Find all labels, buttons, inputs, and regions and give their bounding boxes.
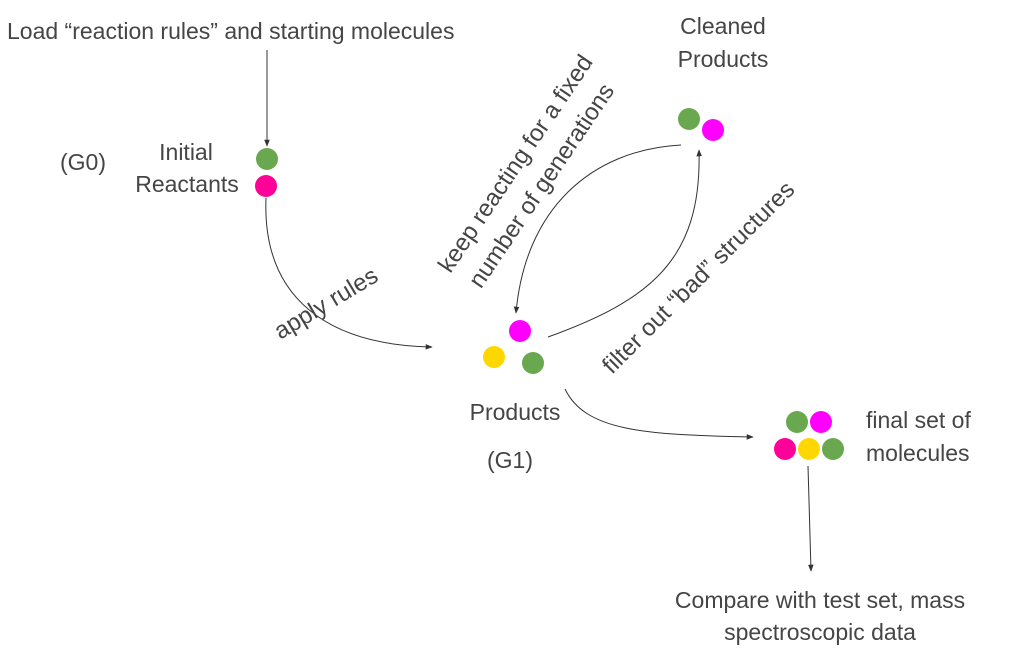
molecules-label: molecules xyxy=(866,440,970,466)
arrow-to-compare xyxy=(807,465,814,572)
reactants-label: Reactants xyxy=(135,171,239,197)
final-molecule-green-2 xyxy=(822,438,844,460)
final-molecule-green-1 xyxy=(786,411,808,433)
initial-molecule-pink xyxy=(255,175,277,197)
compare-label: Compare with test set, mass xyxy=(675,587,965,613)
initial-label: Initial xyxy=(159,139,213,165)
final-molecule-pink xyxy=(774,438,796,460)
final-molecule-magenta xyxy=(810,411,832,433)
arrow-filter-out xyxy=(547,149,702,338)
cleaned-products-label: Products xyxy=(678,46,769,72)
g0-label: (G0) xyxy=(60,149,106,175)
final-set-label: final set of xyxy=(866,407,971,433)
load-label: Load “reaction rules” and starting molec… xyxy=(7,18,454,44)
arrow-keep-reacting xyxy=(513,144,682,314)
arrow-apply-rules xyxy=(265,197,433,350)
filter-out-label: filter out “bad” structures xyxy=(597,176,800,379)
cleaned-molecule-magenta xyxy=(702,119,724,141)
products-molecule-magenta xyxy=(509,320,531,342)
spectroscopic-label: spectroscopic data xyxy=(724,619,916,645)
arrow-to-final-set xyxy=(564,388,754,440)
products-molecule-yellow xyxy=(483,346,505,368)
g1-label: (G1) xyxy=(487,447,533,473)
cleaned-molecule-green xyxy=(678,108,700,130)
final-molecule-yellow xyxy=(798,438,820,460)
products-molecule-green xyxy=(522,352,544,374)
apply-rules-label: apply rules xyxy=(269,262,382,345)
cleaned-label: Cleaned xyxy=(680,13,766,39)
initial-molecule-green xyxy=(256,148,278,170)
products-label: Products xyxy=(470,399,561,425)
